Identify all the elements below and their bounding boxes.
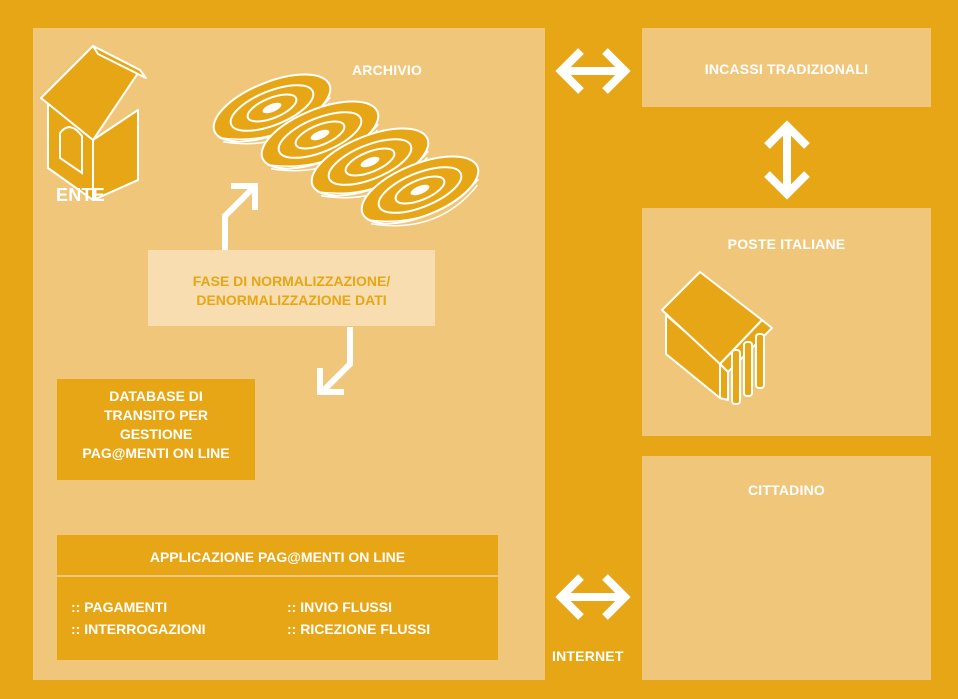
database-line3: GESTIONE	[119, 426, 193, 442]
app-item-invio-flussi: :: INVIO FLUSSI	[287, 599, 392, 615]
app-item-interrogazioni: :: INTERROGAZIONI	[71, 621, 206, 637]
application-box: APPLICAZIONE PAG@MENTI ON LINE :: PAGAME…	[57, 535, 498, 660]
cittadino-label: CITTADINO	[748, 482, 825, 498]
database-line2: TRANSITO PER	[104, 407, 208, 423]
double-arrow-internet-icon	[555, 574, 631, 620]
incassi-panel	[642, 28, 931, 107]
cittadino-panel	[642, 456, 931, 680]
poste-label: POSTE ITALIANE	[727, 236, 846, 252]
normalization-line2: DENORMALIZZAZIONE DATI	[196, 292, 387, 308]
normalization-line1: FASE DI NORMALIZZAZIONE/	[192, 273, 391, 289]
double-arrow-vertical-icon	[764, 120, 810, 200]
internet-label: INTERNET	[552, 648, 624, 664]
app-item-ricezione-flussi: :: RICEZIONE FLUSSI	[287, 621, 431, 637]
temple-icon	[661, 271, 773, 405]
ente-label: ENTE	[56, 185, 105, 205]
arrow-up-right-icon	[222, 183, 258, 251]
arrow-down-left-icon	[317, 327, 353, 395]
database-line4: PAG@MENTI ON LINE	[82, 445, 230, 461]
database-box: DATABASE DI TRANSITO PER GESTIONE PAG@ME…	[57, 379, 255, 480]
application-divider	[57, 575, 498, 577]
double-arrow-top-icon	[555, 48, 631, 94]
normalization-box: FASE DI NORMALIZZAZIONE/ DENORMALIZZAZIO…	[148, 250, 435, 326]
house-icon	[40, 45, 147, 201]
database-line1: DATABASE DI	[109, 388, 203, 404]
archivio-label: ARCHIVIO	[352, 62, 423, 78]
incassi-label: INCASSI TRADIZIONALI	[704, 61, 869, 77]
app-item-pagamenti: :: PAGAMENTI	[71, 599, 168, 615]
application-title: APPLICAZIONE PAG@MENTI ON LINE	[149, 549, 406, 565]
